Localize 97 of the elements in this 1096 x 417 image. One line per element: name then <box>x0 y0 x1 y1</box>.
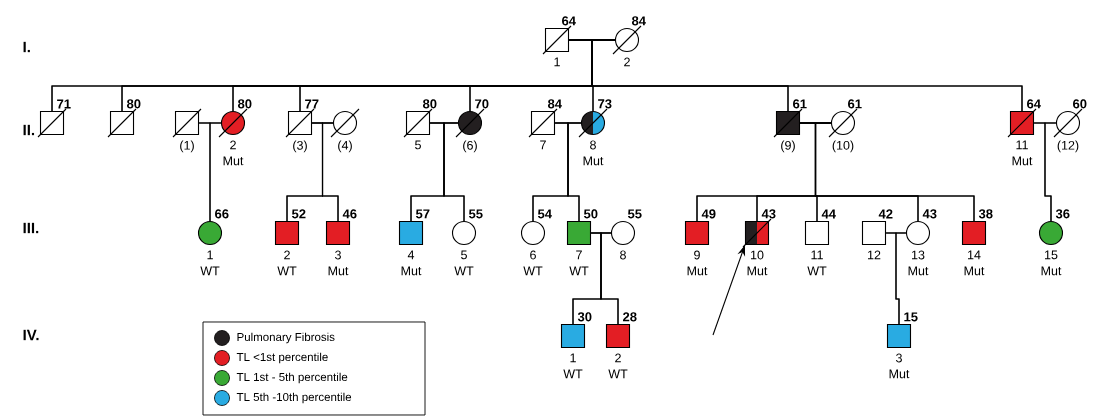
descent-line <box>567 122 582 222</box>
individual-number: (1) <box>180 140 194 153</box>
genotype-label: Mut <box>1012 156 1033 166</box>
genotype-label: Mut <box>964 266 985 276</box>
individual-number: 6 <box>530 250 536 260</box>
age-label: 54 <box>537 209 552 219</box>
individual-number: 11 <box>1016 140 1028 150</box>
genotype-label: WT <box>277 266 297 276</box>
genotype-label: WT <box>563 369 583 379</box>
individual-number: (4) <box>338 140 352 153</box>
genotype-label: WT <box>608 369 628 379</box>
age-label: 49 <box>701 209 716 219</box>
individual-number: 5 <box>415 140 421 150</box>
individual-number: (3) <box>293 140 307 153</box>
individual-number: 3 <box>896 353 902 363</box>
age-label: 36 <box>1055 209 1070 219</box>
age-label: 64 <box>562 16 576 26</box>
individual-number: 15 <box>1045 250 1058 260</box>
age-label: 30 <box>577 312 592 322</box>
individual-number: (12) <box>1057 140 1079 153</box>
genotype-label: WT <box>200 266 220 276</box>
age-label: 84 <box>547 99 562 109</box>
age-label: 55 <box>627 209 642 219</box>
age-label: 61 <box>848 99 862 109</box>
individual-number: 7 <box>540 140 546 150</box>
individual-number: 12 <box>868 250 881 260</box>
individual-number: 8 <box>620 250 626 260</box>
age-label: 43 <box>922 209 937 219</box>
age-label: 46 <box>342 209 357 219</box>
individual-number: 8 <box>590 140 596 150</box>
legend-label: TL <1st percentile <box>236 352 328 364</box>
individual-number: 9 <box>694 250 700 260</box>
age-label: 73 <box>598 99 612 109</box>
age-label: 38 <box>978 209 993 219</box>
genotype-label: Mut <box>908 266 929 276</box>
descent-line <box>895 232 907 325</box>
individual-number: 11 <box>811 250 823 260</box>
generation-label: III. <box>23 222 39 234</box>
genotype-label: Mut <box>583 156 604 166</box>
individual-number: 3 <box>335 250 341 260</box>
individual-number: (6) <box>463 140 477 153</box>
age-label: 80 <box>422 99 437 109</box>
age-label: 15 <box>904 312 918 322</box>
age-label: 60 <box>1073 99 1087 109</box>
individual-number: 4 <box>407 250 415 260</box>
individual-number: 2 <box>284 250 290 260</box>
descent-line <box>443 122 465 222</box>
genotype-label: WT <box>523 266 543 276</box>
genotype-label: Mut <box>747 266 768 276</box>
descent-line <box>209 122 222 222</box>
legend-label: Pulmonary Fibrosis <box>237 332 335 344</box>
genotype-label: Mut <box>1041 266 1062 276</box>
age-label: 80 <box>237 99 252 109</box>
individual-number: 7 <box>576 250 582 260</box>
genotype-label: Mut <box>889 369 910 379</box>
age-label: 57 <box>415 209 430 219</box>
genotype-label: WT <box>807 266 827 276</box>
descent-line <box>1044 122 1057 222</box>
age-label: 43 <box>761 209 776 219</box>
age-label: 28 <box>623 312 637 322</box>
individual-number: 2 <box>624 57 630 67</box>
descent-line <box>321 122 339 222</box>
descent-line <box>600 232 619 325</box>
age-label: 50 <box>583 209 598 219</box>
individual-number: 2 <box>615 353 621 363</box>
genotype-label: Mut <box>687 266 708 276</box>
genotype-label: Mut <box>401 266 422 276</box>
individual-number: 5 <box>461 250 467 260</box>
age-label: 77 <box>305 99 319 109</box>
individual-number: 1 <box>207 250 213 260</box>
genotype-label: WT <box>454 266 474 276</box>
individual-number: 10 <box>751 250 764 260</box>
age-label: 42 <box>878 209 893 219</box>
age-label: 64 <box>1027 99 1041 109</box>
age-label: 44 <box>821 209 836 219</box>
age-label: 52 <box>291 209 306 219</box>
age-label: 55 <box>468 209 483 219</box>
generation-label: I. <box>23 41 30 53</box>
age-label: 80 <box>126 99 141 109</box>
genotype-label: Mut <box>223 156 244 166</box>
age-label: 66 <box>215 209 229 219</box>
genotype-label: Mut <box>328 266 349 276</box>
individual-number: 14 <box>968 250 981 260</box>
age-label: 71 <box>57 99 71 109</box>
legend-label: TL 1st - 5th percentile <box>236 372 348 384</box>
individual-number: (10) <box>832 140 854 153</box>
age-label: 70 <box>475 99 489 109</box>
individual-number: 13 <box>912 250 925 260</box>
legend-label: TL 5th -10th percentile <box>236 392 352 404</box>
age-label: 61 <box>793 99 807 109</box>
individual-number: 1 <box>554 57 560 67</box>
genotype-label: WT <box>569 266 589 276</box>
generation-label: IV. <box>23 329 39 341</box>
individual-number: 2 <box>230 140 236 150</box>
individual-number: 1 <box>570 353 576 363</box>
age-label: 84 <box>631 16 646 26</box>
individual-number: (9) <box>781 140 795 153</box>
